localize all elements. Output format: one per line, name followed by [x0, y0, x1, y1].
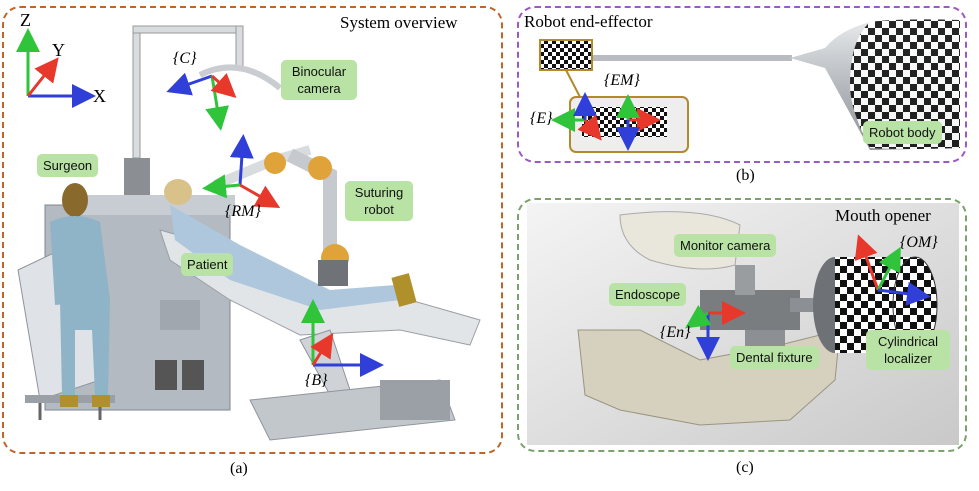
panel-c-caption: (c): [736, 459, 754, 476]
panel-a-caption: (a): [230, 460, 248, 477]
opener-marker-frame-axes: [854, 234, 931, 306]
panel-mouth-opener: [517, 198, 967, 452]
base-frame-label: {B}: [305, 372, 328, 389]
patient-label: Patient: [181, 253, 234, 276]
monitor-camera-label: Monitor camera: [674, 234, 777, 257]
endoscope-label: Endoscope: [609, 283, 687, 306]
endoscope-frame-axes: [685, 301, 746, 361]
panel-b-title: Robot end-effector: [524, 12, 653, 31]
panel-system-overview: [2, 6, 503, 454]
robot-mount-frame-label: {RM}: [225, 203, 261, 220]
surgeon-figure: [50, 183, 110, 407]
suturing-robot-label: Suturing robot: [345, 181, 413, 221]
cylindrical-localizer-label: Cylindrical localizer: [866, 330, 950, 370]
endoscope-frame-label: {En}: [660, 324, 691, 341]
camera-frame-label: {C}: [173, 50, 197, 67]
robot-body-label: Robot body: [863, 121, 942, 144]
world-axes-a: [15, 28, 96, 108]
panel-robot-end-effector: [517, 6, 967, 163]
panel-c-title: Mouth opener: [835, 206, 931, 225]
opener-marker-frame-label: {OM}: [900, 234, 938, 251]
end-marker-frame-label: {EM}: [604, 72, 640, 89]
end-effector-frame-axes: [551, 92, 661, 151]
axis-x-label: X: [93, 86, 106, 106]
axis-y-label: Y: [52, 40, 65, 60]
surgeon-label: Surgeon: [37, 154, 99, 177]
camera-frame-axes: [166, 72, 237, 131]
dental-fixture-label: Dental fixture: [730, 346, 819, 369]
binocular-camera-label: Binocular camera: [281, 60, 357, 100]
panel-a-title: System overview: [340, 13, 458, 32]
end-effector-frame-label: {E}: [530, 110, 553, 127]
suturing-robot: [213, 145, 349, 286]
axis-z-label: Z: [20, 10, 31, 30]
panel-b-caption: (b): [736, 167, 755, 184]
base-frame-axes: [301, 299, 384, 377]
robot-mount-frame-axes: [202, 134, 281, 208]
end-effector-tool: [592, 19, 960, 150]
